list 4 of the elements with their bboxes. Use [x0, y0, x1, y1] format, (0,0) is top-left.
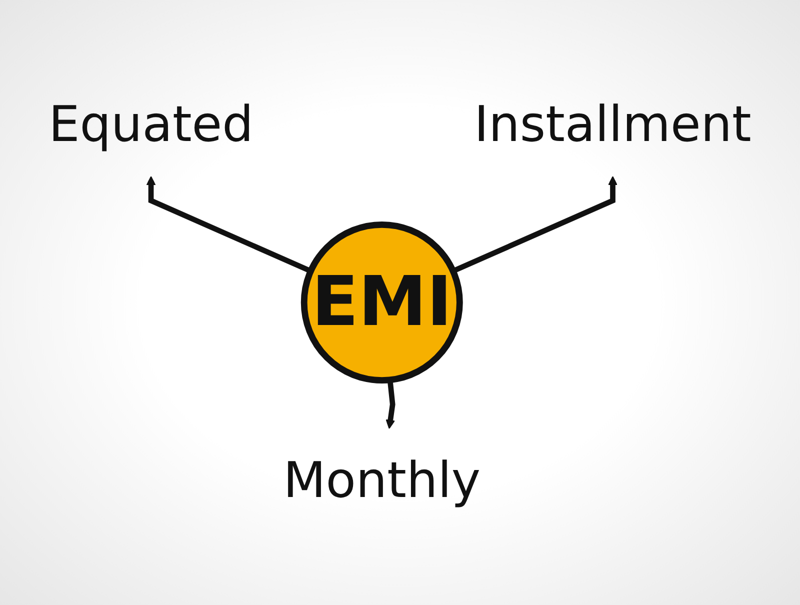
node-text: Monthly [283, 451, 481, 509]
node-circle: EMI [300, 222, 463, 384]
node-text: Installment [474, 95, 752, 153]
node-text: Equated [48, 95, 254, 153]
